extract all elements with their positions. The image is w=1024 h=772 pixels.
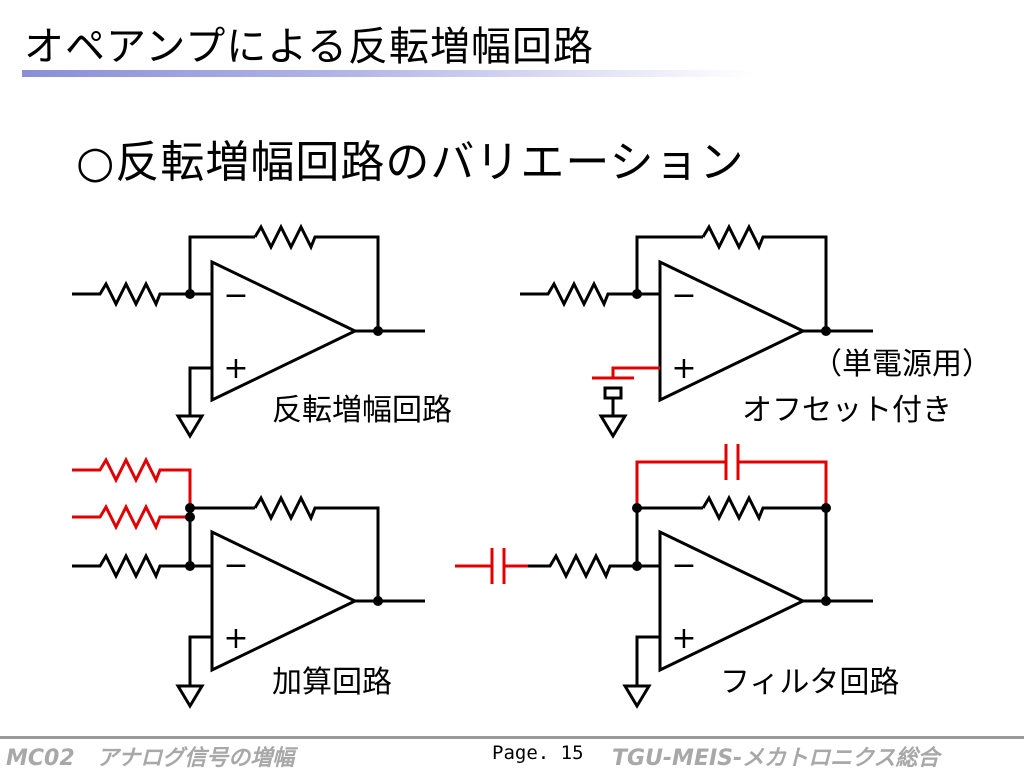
- filter-circuit: [455, 444, 873, 709]
- junction-dots: [185, 289, 831, 606]
- ground-symbol: [598, 414, 628, 439]
- opamp-minus: −: [223, 548, 248, 583]
- label-offset-note: （単電源用）: [812, 347, 992, 382]
- opamp-minus: −: [671, 278, 696, 313]
- input-resistor-1: [72, 456, 192, 508]
- feedback-resistor: [253, 223, 380, 331]
- feedback-resistor: [253, 494, 380, 601]
- junction-dot: [632, 289, 642, 299]
- ground-wire: [188, 635, 212, 686]
- junction-dot: [632, 503, 642, 513]
- junction-dot: [373, 596, 383, 606]
- input-resistor: [72, 280, 212, 308]
- opamp-minus: −: [223, 278, 248, 313]
- feedback-wire-left: [188, 235, 255, 294]
- input-resistor-2: [72, 503, 190, 531]
- slide-subtitle: ○反転増幅回路のバリエーション: [76, 137, 745, 188]
- label-offset: オフセット付き: [742, 393, 952, 428]
- summing-circuit: [72, 456, 425, 709]
- feedback-capacitor: [635, 444, 828, 508]
- junction-dot: [821, 326, 831, 336]
- junction-dot: [185, 512, 195, 522]
- input-resistor: [520, 280, 660, 308]
- input-capacitor: [455, 548, 528, 584]
- ground-wire: [188, 366, 212, 416]
- ground-symbol: [175, 414, 205, 439]
- opamp-plus: +: [671, 621, 696, 656]
- junction-dot: [373, 326, 383, 336]
- footer-divider: [0, 736, 1024, 739]
- feedback-resistor: [701, 494, 828, 601]
- opamp-plus: +: [223, 621, 248, 656]
- junction-dot: [185, 561, 195, 571]
- inverting-circuit: [72, 223, 425, 439]
- offset-wire: [611, 366, 660, 378]
- slide-title: オペアンプによる反転増幅回路: [24, 24, 594, 70]
- label-filter: フィルタ回路: [720, 665, 899, 700]
- circuit-diagrams: − + − + − + − + 反転増幅回路 （単電源用） オフセット付き 加算…: [72, 223, 992, 709]
- opamp-triangle: [210, 529, 359, 673]
- ground-symbol: [175, 684, 205, 709]
- junction-dot: [185, 503, 195, 513]
- offset-battery-box: [603, 386, 623, 400]
- opamp-triangle: [658, 529, 807, 673]
- title-underline: [22, 70, 752, 77]
- opamp-triangle: [210, 259, 359, 403]
- opamp-triangle: [658, 259, 807, 403]
- label-inverting: 反転増幅回路: [272, 393, 452, 428]
- input-resistor: [528, 552, 660, 580]
- junction-dot: [185, 289, 195, 299]
- feedback-wire-left: [635, 235, 703, 294]
- ground-symbol: [622, 684, 652, 709]
- footer-course: MC02 アナログ信号の増幅: [6, 746, 295, 771]
- feedback-resistor: [701, 223, 828, 331]
- label-summing: 加算回路: [272, 665, 392, 700]
- page-number: Page. 15: [492, 742, 584, 764]
- footer-organization: TGU-MEIS-メカトロニクス総合: [612, 746, 940, 771]
- junction-dot: [821, 503, 831, 513]
- junction-dot: [821, 596, 831, 606]
- ground-wire: [635, 635, 660, 686]
- opamp-minus: −: [671, 548, 696, 583]
- offset-circuit: [520, 223, 873, 439]
- input-resistor-3: [72, 552, 212, 580]
- opamp-plus: +: [671, 351, 696, 386]
- junction-dot: [632, 561, 642, 571]
- opamp-plus: +: [223, 351, 248, 386]
